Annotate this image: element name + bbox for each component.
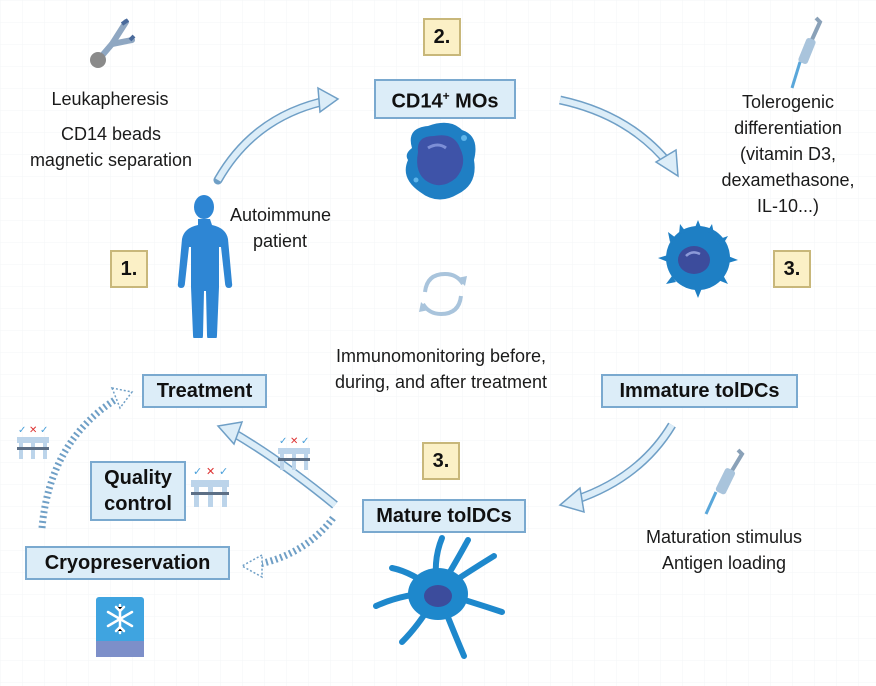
patient-silhouette-icon [177, 195, 233, 338]
immunomonitoring-line1: Immunomonitoring before, [335, 346, 547, 366]
cd14-monocytes-box: CD14+ MOs [374, 79, 516, 119]
quality-control-box: Quality control [90, 461, 186, 521]
pipette-icon-lower [704, 448, 745, 515]
maturation-line1: Maturation stimulus [645, 527, 803, 547]
maturation-label: Maturation stimulus Antigen loading [624, 524, 824, 576]
tolerogenic-line1: Tolerogenic [741, 92, 835, 112]
tolerogenic-line5: IL-10...) [756, 196, 820, 216]
quality-line1: Quality [104, 467, 172, 489]
cd14-beads-line2: magnetic separation [29, 150, 193, 170]
tolerogenic-line2: differentiation [734, 118, 842, 138]
svg-text:✓: ✓ [301, 436, 309, 447]
autoimmune-patient-label: Autoimmune patient [230, 202, 332, 254]
test-tubes-icon: ✓ ✕ ✓ [17, 425, 49, 459]
step-3-badge-immature: 3. [773, 250, 811, 288]
arrow-immature-to-mature [558, 422, 676, 514]
immature-toldcs-box: Immature tolDCs [601, 374, 798, 408]
step-3-badge-mature: 3. [422, 442, 460, 480]
tolerogenic-line4: dexamethasone, [721, 170, 855, 190]
mature-dendritic-cell-icon [373, 535, 505, 659]
arrow-monocytes-to-immature [559, 95, 679, 178]
tolerogenic-differentiation-label: Tolerogenic differentiation (vitamin D3,… [700, 89, 876, 219]
svg-text:✕: ✕ [290, 436, 298, 447]
arrow-mature-to-cryo [240, 515, 336, 579]
test-tubes-icon-3: ✓ ✕ ✓ [191, 465, 229, 507]
mature-toldcs-box: Mature tolDCs [362, 499, 526, 533]
arrow-patient-to-monocytes [213, 86, 340, 185]
cd14-superscript: + [442, 89, 450, 103]
cryopreservation-box: Cryopreservation [25, 546, 230, 580]
freezer-icon [96, 597, 144, 657]
cd14-beads-line1: CD14 beads [60, 124, 162, 144]
maturation-line2: Antigen loading [661, 553, 787, 573]
svg-text:✕: ✕ [29, 425, 37, 436]
cd14-beads-label: CD14 beads magnetic separation [14, 121, 208, 173]
monocyte-cell-icon [405, 122, 476, 200]
autoimmune-line1: Autoimmune [230, 205, 332, 225]
step-2-badge: 2. [423, 18, 461, 56]
cycle-arrows-icon [419, 271, 467, 317]
cd14-main-text: CD14 [391, 90, 443, 113]
leukapheresis-label: Leukapheresis [51, 89, 169, 109]
autoimmune-line2: patient [252, 231, 308, 251]
step-1-badge: 1. [110, 250, 148, 288]
arrow-cryo-to-treatment [38, 386, 134, 529]
treatment-box: Treatment [142, 374, 267, 408]
immunomonitoring-line2: during, and after treatment [334, 372, 548, 392]
immunomonitoring-label: Immunomonitoring before, during, and aft… [310, 343, 572, 395]
immature-dendritic-cell-icon [658, 220, 738, 298]
svg-text:✕: ✕ [206, 465, 215, 478]
quality-line2: control [104, 493, 172, 515]
tolerogenic-line3: (vitamin D3, [739, 144, 837, 164]
svg-text:✓: ✓ [219, 465, 228, 478]
svg-text:✓: ✓ [18, 425, 26, 436]
cd14-suffix-text: MOs [449, 90, 499, 113]
pipette-icon [790, 16, 823, 89]
antibody-icon [90, 18, 136, 68]
test-tubes-icon-2: ✓ ✕ ✓ [278, 436, 310, 470]
svg-text:✓: ✓ [279, 436, 287, 447]
svg-text:✓: ✓ [40, 425, 48, 436]
svg-text:✓: ✓ [193, 465, 202, 478]
